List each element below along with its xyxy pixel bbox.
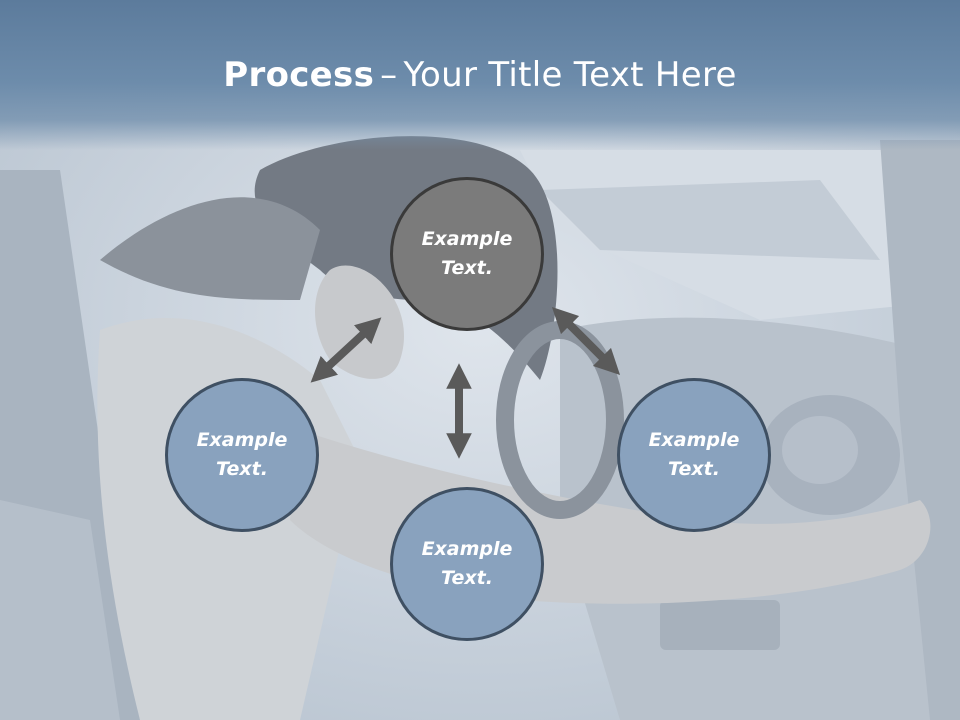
process-node-left[interactable]: Example Text. xyxy=(165,378,319,532)
process-node-right[interactable]: Example Text. xyxy=(617,378,771,532)
node-label: Example Text. xyxy=(648,429,740,480)
title-band xyxy=(0,0,960,150)
node-label: Example Text. xyxy=(421,538,513,589)
arrow-top-right xyxy=(551,306,621,376)
arrow-top-left xyxy=(310,317,382,383)
process-node-top[interactable]: Example Text. xyxy=(390,177,544,331)
process-node-bottom[interactable]: Example Text. xyxy=(390,487,544,641)
node-label: Example Text. xyxy=(421,228,513,279)
title-rest: Your Title Text Here xyxy=(403,55,737,95)
title-bold: Process xyxy=(223,55,375,95)
slide-title: Process–Your Title Text Here xyxy=(0,52,960,98)
node-label: Example Text. xyxy=(196,429,288,480)
title-separator: – xyxy=(380,55,398,95)
